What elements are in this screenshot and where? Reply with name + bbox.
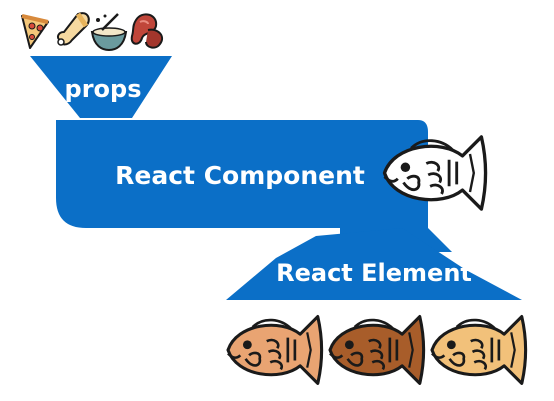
pizza-icon	[21, 14, 49, 49]
react-component-label: React Component	[115, 161, 365, 190]
react-element-funnel	[226, 228, 522, 300]
fish-cake-dark-brown-icon	[328, 315, 426, 385]
fish-cake-light-brown-icon	[226, 315, 324, 385]
fish-cake-golden-icon	[430, 315, 528, 385]
props-funnel	[30, 56, 172, 118]
drumstick-icon	[56, 12, 90, 46]
sausage-icon	[130, 13, 164, 49]
react-element-label: React Element	[276, 259, 472, 287]
props-label: props	[65, 75, 142, 103]
whisk-bowl-icon	[90, 13, 128, 52]
react-component-box	[56, 120, 428, 228]
